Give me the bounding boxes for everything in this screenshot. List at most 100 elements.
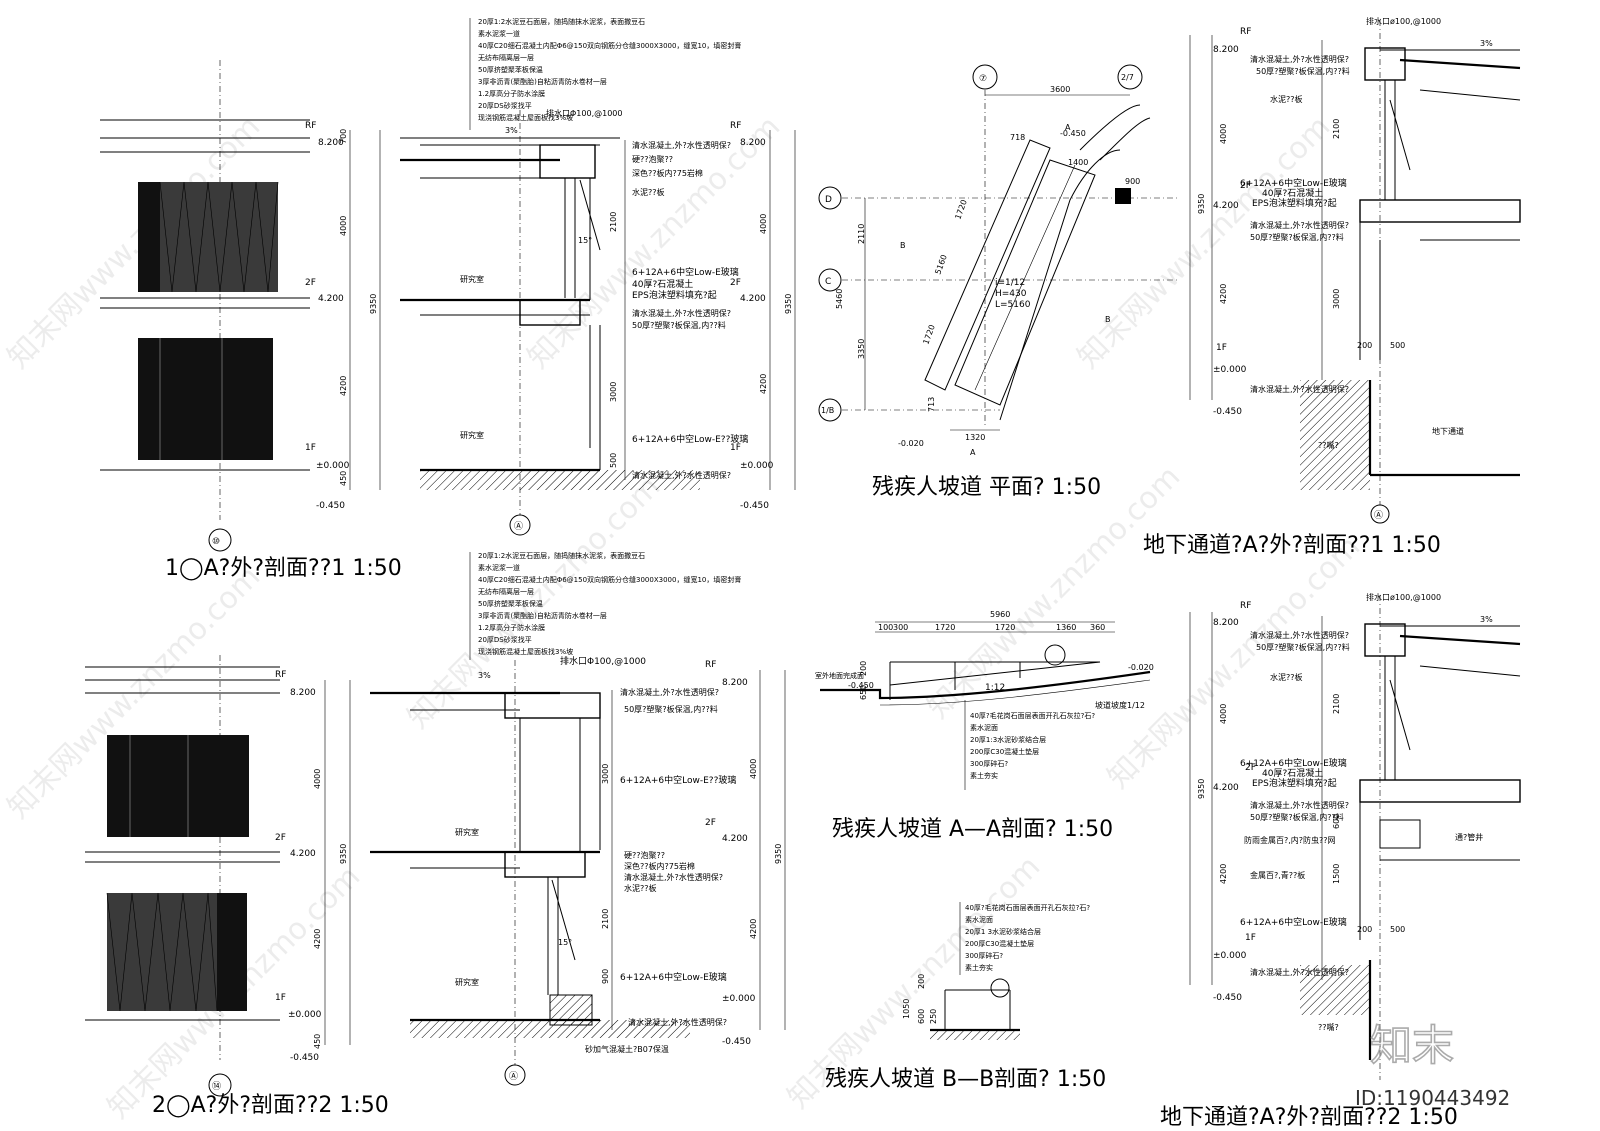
slope-note: 3%	[1480, 615, 1493, 624]
angle-text: 15°	[558, 938, 572, 947]
level-label: RF	[305, 121, 316, 131]
level-value: -0.020	[1128, 663, 1154, 672]
dim-text: 4000	[759, 214, 768, 234]
dim-text: 5960	[990, 610, 1010, 619]
room-label: 研究室	[460, 430, 484, 440]
drawing-title: 残疾人坡道 平面? 1:50	[872, 475, 1101, 500]
level-value: 4.200	[318, 294, 344, 304]
dim-text: 300	[893, 623, 908, 632]
note-text: 水泥??板	[1270, 94, 1303, 104]
axis-label: Ⓐ	[1374, 510, 1383, 521]
dim-text: 200	[1357, 341, 1372, 350]
image-id: ID:1190443492	[1355, 1086, 1510, 1110]
wall-notes-2: 清水混凝土,外?水性透明保? 50厚?塑聚?板保温,内??料 6+12A+6中空…	[585, 660, 786, 1054]
level-value: 4.200	[722, 834, 748, 844]
note-text: 50厚?塑聚?板保温,内??料	[624, 704, 718, 714]
dim-text: 4000	[749, 759, 758, 779]
dim-text: 1720	[921, 323, 936, 345]
level-value: 8.200	[722, 678, 748, 688]
dim-text: 900	[601, 969, 610, 984]
dim-text: 2100	[1332, 694, 1341, 714]
wall-section-2: Ⓐ 研究室 研究室 3% 15°	[370, 660, 690, 1086]
note-text: 硬??泡聚??	[632, 154, 673, 164]
room-label: 研究室	[455, 977, 479, 987]
dim-text: 500	[609, 453, 618, 468]
note-text: 清水混凝土,外?水性透明保?	[1250, 220, 1349, 230]
level-value: 8.200	[1213, 618, 1239, 628]
dim-text: 4200	[339, 376, 348, 396]
note-text: EPS泡沫塑料填充?起	[1252, 777, 1337, 789]
axis-label: 2/7	[1121, 73, 1134, 82]
slope-text: H=430	[995, 289, 1027, 299]
note-text: 水泥??板	[624, 883, 657, 893]
note-text: 1.2厚高分子防水涂膜	[478, 89, 545, 98]
brand-logo: 知末	[1369, 1020, 1455, 1071]
dim-text: 3350	[857, 339, 866, 359]
note-text: 6+12A+6中空Low-E玻璃	[620, 971, 727, 983]
note-text: 清水混凝土,外?水性透明保?	[1250, 800, 1349, 810]
note-text: 20厚1:3水泥砂浆结合层	[970, 735, 1046, 744]
note-text: 6+12A+6中空Low-E玻璃	[1240, 177, 1347, 189]
note-text: 300厚碎石?	[965, 951, 1003, 960]
dim-text: 9350	[774, 844, 783, 864]
note-text: 现浇钢筋混凝土屋面板找3%坡	[478, 113, 573, 122]
level-value: 8.200	[290, 688, 316, 698]
dim-text: 5160	[933, 253, 948, 275]
tunnel-section-1: RF 8.200 2F 4.200 1F ±0.000 -0.450 9350 …	[1143, 16, 1521, 558]
note-text: 40厚?石混凝土	[1262, 767, 1323, 779]
room-label: ??嘴?	[1318, 1022, 1339, 1032]
level-label: 2F	[1240, 181, 1251, 191]
drawing-title: 地下通道?A?外?剖面??2 1:50	[1160, 1105, 1458, 1130]
dim-text: 200	[917, 974, 926, 989]
note-text: 清水混凝土,外?水性透明保?	[1250, 384, 1349, 394]
note-text: 清水混凝土,外?水性透明保?	[632, 308, 731, 318]
axis-label: C	[825, 277, 831, 287]
level-label: 2F	[705, 818, 716, 828]
angle-text: 15°	[578, 236, 592, 245]
note-text: 排水口ø100,@1000	[1366, 592, 1441, 602]
dim-text: 700	[339, 129, 348, 144]
note-text: 清水混凝土,外?水性透明保?	[1250, 630, 1349, 640]
note-text: 6+12A+6中空Low-E玻璃	[1240, 757, 1347, 769]
level-label: RF	[1240, 27, 1251, 37]
dim-text: 4200	[1219, 864, 1228, 884]
note-text: 40厚?石混凝土	[632, 278, 693, 290]
level-markers-1: RF 8.200 2F 4.200 1F ±0.000 -0.450 700 4…	[305, 121, 381, 511]
level-value: 8.200	[318, 138, 344, 148]
drawing-title: 残疾人坡道 B—B剖面? 1:50	[825, 1067, 1106, 1092]
note-text: 3厚非沥青(聚酯胎)自粘沥青防水卷材一层	[478, 77, 607, 86]
level-label: 1F	[1245, 933, 1256, 943]
dim-text: 4200	[313, 929, 322, 949]
dim-text: 200	[859, 661, 868, 676]
note-text: 室外地面完成面	[815, 671, 864, 680]
note-text: 50厚?塑聚?板保温,内??料	[1250, 232, 1344, 242]
level-value: 4.200	[740, 294, 766, 304]
note-text: 50厚?塑聚?板保温,内??料	[1256, 66, 1350, 76]
level-value: -0.450	[1213, 407, 1242, 417]
note-text: 素土夯实	[965, 963, 993, 972]
dim-text: 4000	[1219, 124, 1228, 144]
wall-notes-1: 清水混凝土,外?水性透明保? 硬??泡聚?? 深色??板内?75岩棉 水泥??板…	[609, 140, 748, 480]
dim-text: 1050	[902, 999, 911, 1019]
dim-text: 5460	[835, 289, 844, 309]
axis-label: D	[825, 195, 832, 205]
cut-mark: B	[1105, 315, 1111, 324]
ramp-aa-section: 5960 100 300 1720 1720 1360 360 1:12 坡道坡…	[815, 610, 1154, 842]
ramp-bb-section: 40厚?毛花岗石面层表面开孔石灰拉?石? 素水泥面 20厚1 3水泥砂浆结合层 …	[825, 902, 1106, 1092]
dim-text: 1400	[1068, 158, 1088, 167]
dim-text: 600	[917, 1009, 926, 1024]
dim-text: 4000	[313, 769, 322, 789]
level-value: -0.020	[898, 439, 924, 448]
level-label: 1F	[275, 993, 286, 1003]
note-text: 50厚?塑聚?板保温,内??料	[1256, 642, 1350, 652]
dim-text: 4000	[339, 216, 348, 236]
dim-text: 1720	[935, 623, 955, 632]
roof-notes-2: 20厚1:2水泥豆石面层，随捣随抹水泥浆，表面撒豆石 素水泥浆一道 40厚C20…	[469, 551, 741, 667]
level-value: ±0.000	[722, 994, 756, 1004]
dim-text: 713	[927, 397, 936, 412]
level-label: 2F	[1245, 763, 1256, 773]
note-text: 硬??泡聚??	[624, 850, 665, 860]
level-value: 8.200	[1213, 45, 1239, 55]
dim-text: 9350	[1197, 779, 1206, 799]
note-text: 200厚C30混凝土垫层	[970, 747, 1039, 756]
